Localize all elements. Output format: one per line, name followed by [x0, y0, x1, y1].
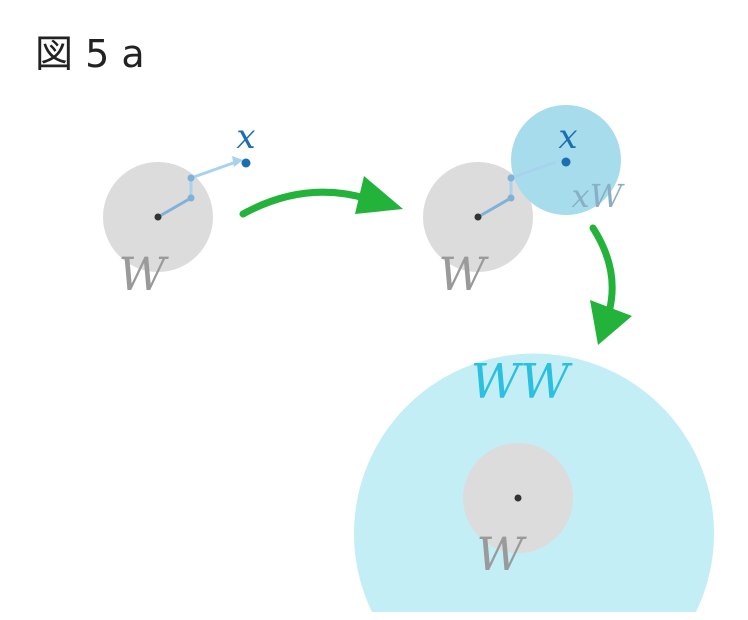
path-node	[187, 174, 195, 182]
point-x-label: x	[558, 117, 577, 157]
bottom-panel: WW W	[354, 353, 714, 612]
figure-title: 図 5 a	[35, 32, 145, 76]
arrow-right-to-bottom-head	[590, 300, 632, 345]
arrow-left-to-right-head	[355, 176, 403, 214]
identity-dot	[514, 494, 522, 502]
right-panel: x xW W	[423, 105, 626, 301]
path-node	[187, 194, 195, 202]
set-w-label: W	[118, 247, 169, 301]
translate-xw-label: xW	[572, 177, 626, 215]
set-w-label: W	[438, 247, 489, 301]
arrow-left-to-right	[239, 188, 372, 218]
path-arrowhead	[232, 156, 243, 167]
path-to-x-dark	[157, 196, 192, 219]
left-panel: x W	[103, 117, 256, 301]
point-x-label: x	[236, 117, 255, 157]
path-node	[507, 174, 515, 182]
point-x	[561, 157, 571, 167]
path-node	[507, 194, 515, 202]
point-x	[241, 158, 251, 168]
set-w-label: W	[476, 527, 527, 581]
path-to-x-dark	[477, 196, 512, 219]
product-set-label: WW	[471, 354, 573, 410]
arrows	[239, 176, 632, 345]
arrow-right-to-bottom	[589, 224, 616, 316]
identity-dot	[154, 213, 162, 221]
identity-dot	[474, 213, 482, 221]
